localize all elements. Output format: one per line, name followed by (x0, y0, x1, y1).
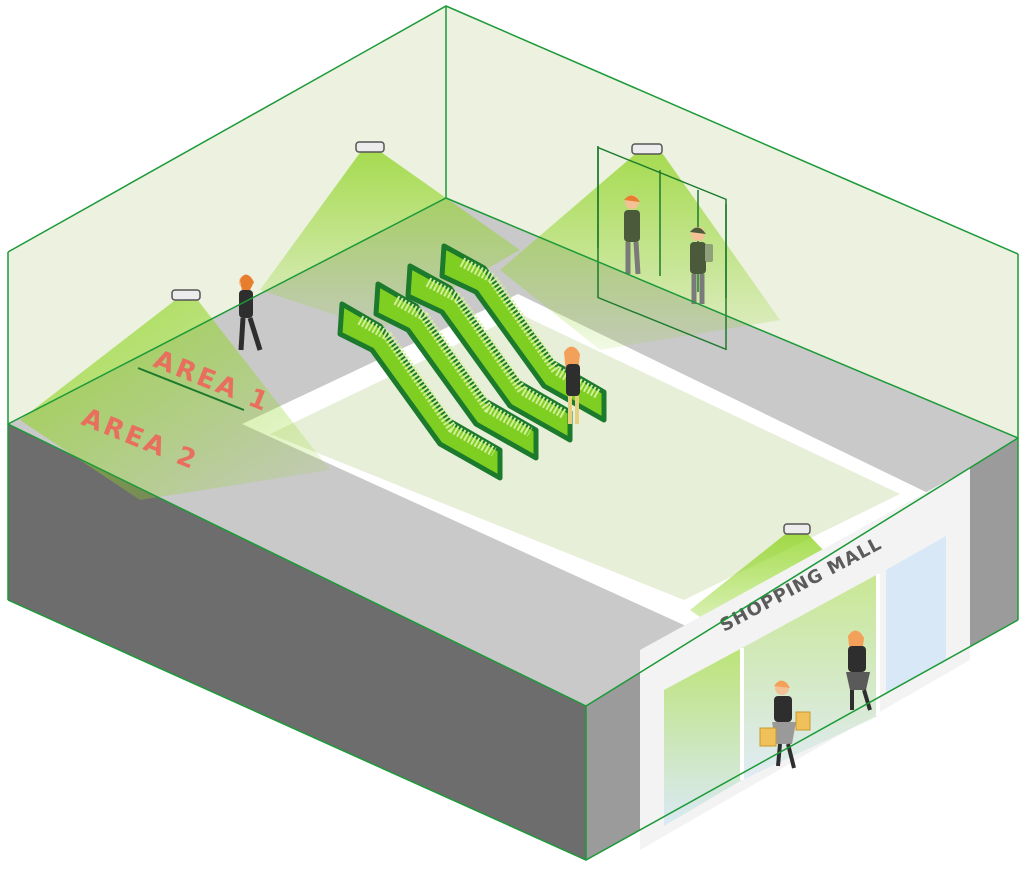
mall-glass-left (664, 648, 742, 826)
ceiling-sensor-icon (631, 143, 663, 155)
person-back-door-1 (624, 195, 641, 275)
escalator-3 (405, 263, 573, 443)
ceiling-sensor-back-right (631, 143, 663, 155)
ceiling-sensor-icon (783, 523, 811, 535)
ceiling-sensor-back-left (355, 141, 385, 153)
shopping-bag-icon (759, 727, 777, 747)
coverage-cone-back-right (500, 150, 780, 350)
escalator-icon (373, 281, 539, 461)
ceiling-sensor-icon (171, 289, 201, 301)
back-wall-right (446, 6, 1018, 438)
room-wireframe (7, 5, 1019, 861)
mall-glass-right (886, 536, 946, 694)
escalator-1 (337, 301, 503, 481)
coverage-cone-left (20, 298, 330, 500)
escalator-icon (439, 243, 607, 423)
shopping-bag-icon (795, 711, 811, 731)
escalator-2 (373, 281, 539, 461)
escalator-icon (337, 301, 503, 481)
person-mall-exit-1 (846, 630, 872, 711)
back-wall-left (8, 6, 446, 424)
person-back-door-2 (690, 227, 713, 304)
block-left-face (8, 424, 586, 860)
ceiling-sensor-left (171, 289, 201, 301)
area-divider (137, 367, 245, 411)
ceiling-sensor-entrance (783, 523, 811, 535)
atrium-floor (270, 314, 900, 600)
person-mall-exit-2 (759, 680, 811, 769)
escalator-icon (405, 263, 573, 443)
ceiling-sensor-icon (355, 141, 385, 153)
escalator-4 (439, 243, 607, 423)
person-escalator (564, 346, 580, 424)
coverage-cone-back-left (260, 150, 520, 330)
person-area-1 (238, 274, 263, 351)
